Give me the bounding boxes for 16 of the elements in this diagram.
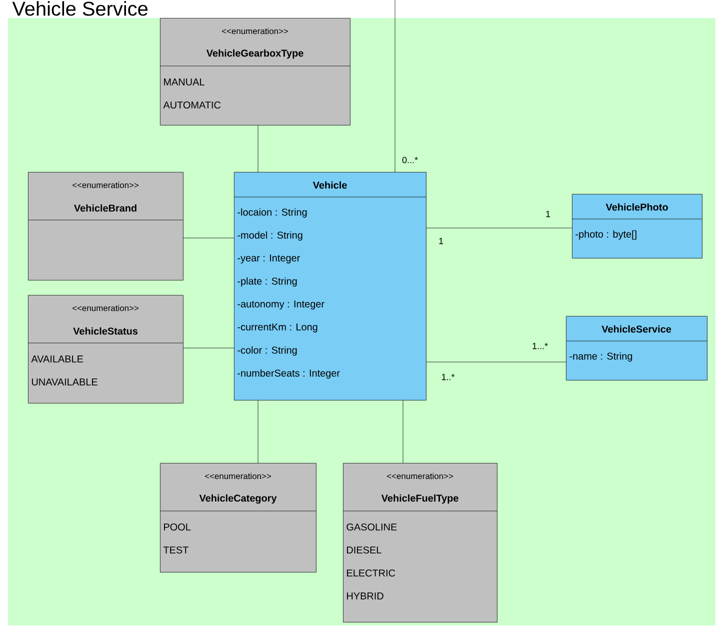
class-box: VehicleService -name : String	[566, 316, 708, 380]
class-box: <<enumeration>> VehicleStatus AVAILABLE UNAVAILABLE	[28, 295, 184, 404]
association-line	[402, 400, 404, 464]
class-box: <<enumeration>> VehicleBrand	[28, 172, 184, 280]
class-box: Vehicle -locaion : String -model : String -year : Integer -plate : String -autonomy : Integer -currentKm : Long -color : String -numberSeats : Integer	[234, 172, 426, 400]
class-box: <<enumeration>> VehicleGearboxType MANUAL AUTOMATIC	[160, 18, 350, 126]
multiplicity-label: 1...*	[532, 342, 548, 350]
class-box: <<enumeration>> VehicleFuelType GASOLINE DIESEL ELECTRIC HYBRID	[342, 463, 498, 622]
multiplicity-label: 0...*	[402, 156, 418, 164]
multiplicity-label: 1	[439, 238, 444, 244]
node-label: Vehicle Service	[12, 1, 148, 16]
multiplicity-label: 1	[546, 210, 550, 218]
class-box: <<enumeration>> VehicleCategory POOL TEST	[160, 463, 316, 572]
class-box: VehiclePhoto -photo : byte[]	[572, 194, 702, 258]
association-line	[394, 0, 396, 172]
multiplicity-label: 1..*	[442, 374, 455, 380]
